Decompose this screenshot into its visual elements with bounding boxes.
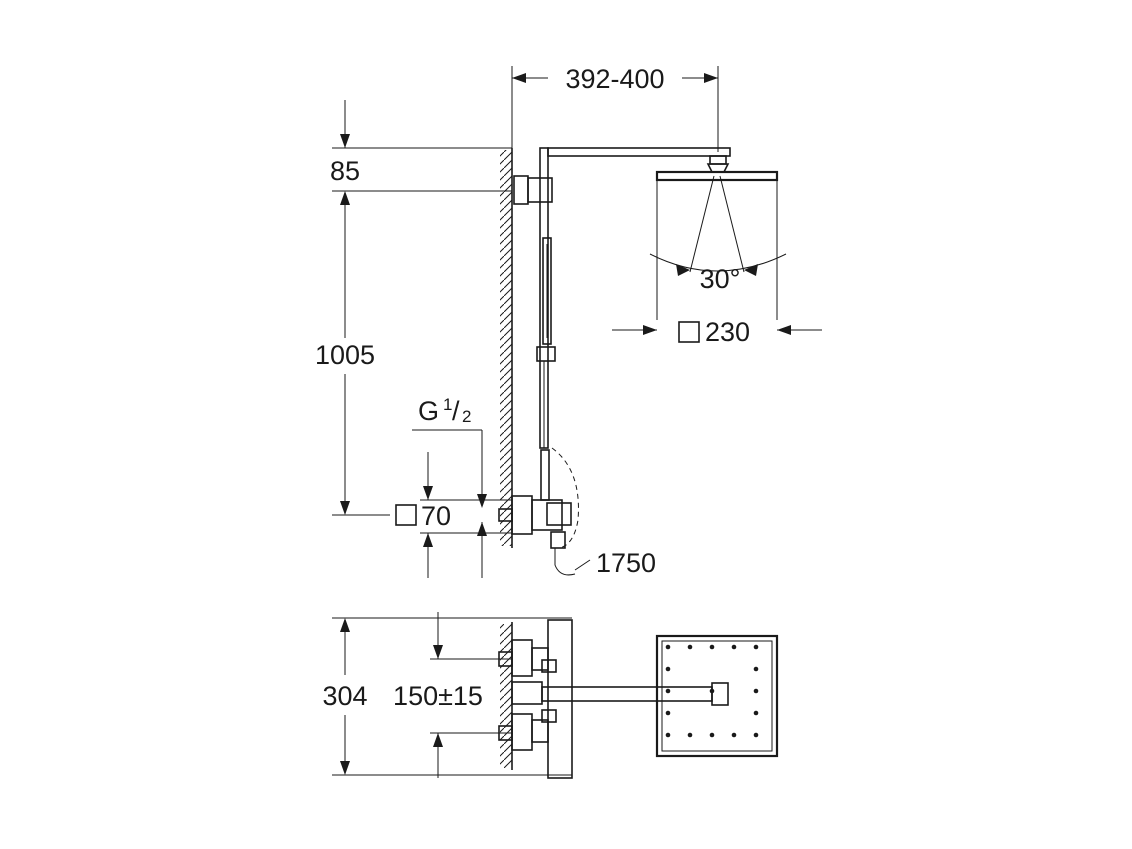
nozzle-dot (665, 710, 671, 716)
hose-length-label: 1750 (596, 548, 656, 578)
plan-depth-dimension: 304 (322, 617, 572, 776)
inlet-thread-callout: G 1 / 2 (412, 395, 487, 508)
nozzle-dot (709, 732, 715, 738)
nozzle-dot (731, 644, 737, 650)
plan-shower-arm (541, 682, 729, 706)
top-offset-dimension: 85 (330, 100, 512, 205)
connection-spacing-label: 150±15 (393, 681, 483, 711)
plan-nozzles (665, 644, 759, 738)
plan-view: 304 150±15 (322, 612, 779, 779)
arm-length-dimension: 392-400 (511, 64, 719, 152)
inlet-thread-slash: / (452, 396, 460, 426)
nozzle-dot (753, 666, 759, 672)
nozzle-dot (709, 644, 715, 650)
plan-shower-head (655, 634, 779, 758)
square-symbol-icon (678, 321, 700, 343)
nozzle-dot (753, 688, 759, 694)
top-offset-label: 85 (330, 156, 360, 186)
mount-height-dimension: 1005 (315, 205, 390, 516)
thermostat-size-dimension: 70 (395, 452, 512, 578)
nozzle-dot (665, 732, 671, 738)
connection-spacing-dimension: 150±15 (393, 612, 512, 778)
wall (500, 148, 513, 548)
mount-height-label: 1005 (315, 340, 375, 370)
plan-wall (500, 622, 513, 770)
head-size-label: 230 (705, 317, 750, 347)
inlet-thread-num: 1 (443, 395, 452, 414)
plan-depth-label: 304 (322, 681, 367, 711)
nozzle-dot (753, 710, 759, 716)
nozzle-dot (709, 688, 715, 694)
inlet-thread-main: G (418, 396, 439, 426)
spray-angle-label: 30° (700, 264, 741, 294)
thermostat-mixer: 1750 (498, 447, 656, 578)
nozzle-dot (665, 688, 671, 694)
head-size-dimension: 230 (612, 317, 822, 347)
nozzle-dot (665, 666, 671, 672)
inlet-thread-den: 2 (462, 407, 471, 426)
square-symbol-icon (395, 504, 417, 526)
nozzle-dot (753, 732, 759, 738)
arm-length-label: 392-400 (565, 64, 664, 94)
nozzle-dot (687, 644, 693, 650)
nozzle-dot (753, 644, 759, 650)
nozzle-dot (687, 732, 693, 738)
thermostat-size-label: 70 (421, 501, 451, 531)
shower-head: 30° (649, 155, 787, 320)
nozzle-dot (731, 732, 737, 738)
elevation-view: 392-400 85 1005 (315, 64, 822, 578)
riser-pipe (513, 147, 731, 449)
nozzle-dot (665, 644, 671, 650)
